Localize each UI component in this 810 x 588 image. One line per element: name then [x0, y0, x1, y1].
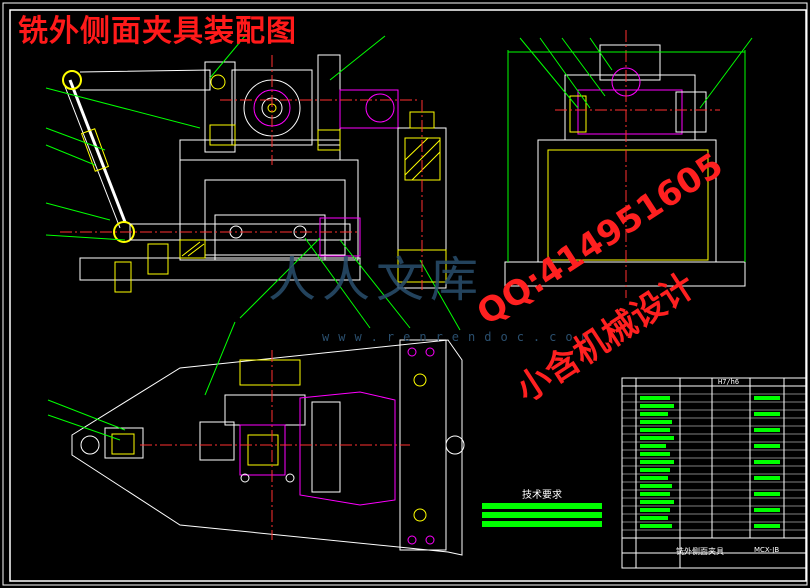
- tech-requirements-label: 技术要求: [522, 490, 562, 501]
- section-view: [397, 100, 447, 290]
- bom-header: H7/h6: [718, 378, 740, 386]
- watermark-url: www.renrendoc.com: [322, 330, 598, 344]
- tech-requirements: [482, 503, 602, 527]
- clamp-lever: [68, 79, 127, 223]
- base-outline: [71, 339, 463, 556]
- titleblock-name: 铣外侧面夹具: [676, 547, 724, 556]
- top-view: [47, 321, 465, 556]
- handle: [339, 89, 399, 129]
- watermark-site: 人人文库: [268, 252, 485, 308]
- side-view: [504, 30, 753, 298]
- inner-border: [9, 9, 807, 582]
- base-plate: [79, 257, 361, 281]
- front-view: [45, 35, 461, 331]
- parts-list-table: [621, 377, 807, 569]
- drawing-title: 铣外侧面夹具装配图: [18, 14, 297, 49]
- titleblock-code: MCX-JB: [754, 546, 780, 554]
